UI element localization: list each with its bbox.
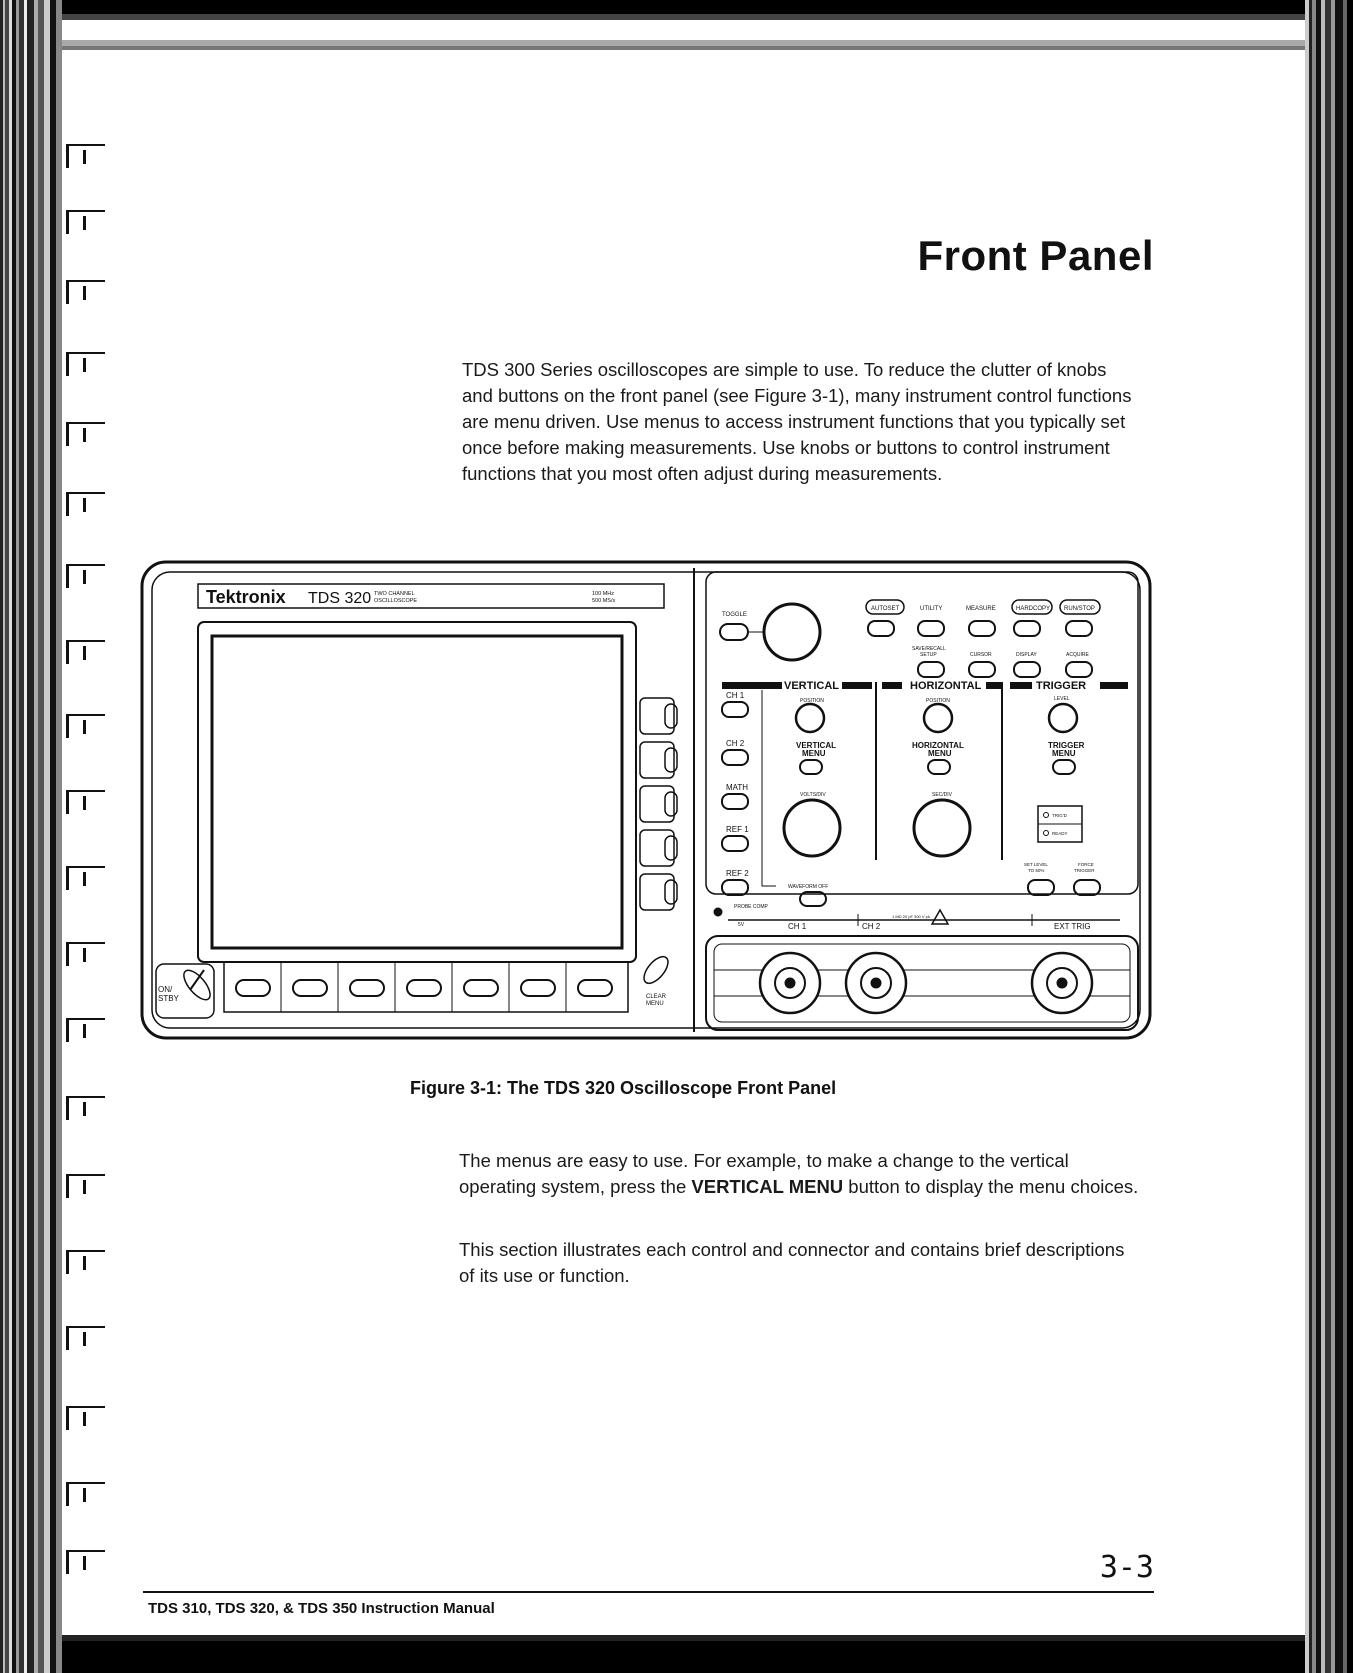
scan-edge-left xyxy=(0,0,62,1673)
waveform-off-label: WAVEFORM OFF xyxy=(788,884,828,890)
acquire-label: ACQUIRE xyxy=(1066,652,1089,658)
ch1-connector-label: CH 1 xyxy=(788,922,807,931)
display-label: DISPLAY xyxy=(1016,652,1037,658)
trigger-level-label: LEVEL xyxy=(1054,696,1070,702)
model-name: TDS 320 xyxy=(308,590,371,607)
power-label-2: STBY xyxy=(158,994,180,1003)
intro-paragraph: TDS 300 Series oscilloscopes are simple … xyxy=(462,359,1132,484)
ch1-label: CH 1 xyxy=(726,691,745,700)
vertical-menu-label-1: VERTICAL xyxy=(796,741,836,750)
autoset-label: AUTOSET xyxy=(871,606,900,612)
trigger-menu-label-1: TRIGGER xyxy=(1048,741,1085,750)
bnc-connectors xyxy=(758,951,1094,1015)
section-tabs xyxy=(62,130,108,1580)
power-label-1: ON/ xyxy=(158,985,173,994)
front-panel-figure: Tektronix TDS 320 TWO CHANNEL OSCILLOSCO… xyxy=(140,560,1152,1040)
vertical-menu-term: VERTICAL MENU xyxy=(691,1176,844,1197)
clear-menu-label-2: MENU xyxy=(646,1001,664,1007)
input-rating-label: 1 MΩ 20 pF 300 V pk xyxy=(892,914,930,919)
horizontal-menu-label-1: HORIZONTAL xyxy=(912,741,964,750)
front-panel-drawing: Tektronix TDS 320 TWO CHANNEL OSCILLOSCO… xyxy=(140,560,1152,1040)
page-number: 3-3 xyxy=(1099,1550,1154,1585)
spec-samplerate: 500 MS/s xyxy=(592,598,615,604)
clear-menu-label-1: CLEAR xyxy=(646,994,667,1000)
probe-comp-label: PROBE COMP xyxy=(734,904,769,910)
ref2-label: REF 2 xyxy=(726,869,749,878)
math-label: MATH xyxy=(726,783,748,792)
trigd-indicator-label: TRIG'D xyxy=(1052,813,1068,818)
page-title: Front Panel xyxy=(917,232,1154,279)
scan-edge-right xyxy=(1305,0,1353,1673)
runstop-label: RUN/STOP xyxy=(1064,606,1095,612)
footer-text: TDS 310, TDS 320, & TDS 350 Instruction … xyxy=(148,1600,495,1617)
body-paragraph-section: This section illustrates each control an… xyxy=(459,1239,1125,1286)
ext-trig-connector-label: EXT TRIG xyxy=(1054,922,1091,931)
measure-label: MEASURE xyxy=(966,606,996,612)
probe-comp-sub-label: 5V xyxy=(738,922,745,928)
ref1-label: REF 1 xyxy=(726,825,749,834)
cursor-label: CURSOR xyxy=(970,652,992,658)
ch2-label: CH 2 xyxy=(726,739,745,748)
ch2-connector-label: CH 2 xyxy=(862,922,881,931)
hardcopy-label: HARDCOPY xyxy=(1016,606,1050,612)
horizontal-section-heading: HORIZONTAL xyxy=(910,680,982,692)
figure-caption: Figure 3-1: The TDS 320 Oscilloscope Fro… xyxy=(410,1078,837,1098)
ready-indicator-label: READY xyxy=(1052,831,1068,836)
scan-edge-top xyxy=(62,0,1305,60)
model-sub-2: OSCILLOSCOPE xyxy=(374,598,417,604)
set-level-label-1: SET LEVEL xyxy=(1024,862,1048,867)
horizontal-position-label: POSITION xyxy=(926,698,950,704)
side-menu-buttons xyxy=(639,697,678,911)
body-text-b: button to display the menu choices. xyxy=(843,1176,1139,1197)
spec-bandwidth: 100 MHz xyxy=(592,591,614,597)
toggle-label: TOGGLE xyxy=(722,612,747,618)
vertical-section-heading: VERTICAL xyxy=(784,680,839,692)
body-paragraph-menus: The menus are easy to use. For example, … xyxy=(459,1148,1139,1200)
bottom-menu-buttons xyxy=(223,961,629,1013)
save-recall-label-1: SAVE/RECALL xyxy=(912,646,946,652)
vertical-position-label: POSITION xyxy=(800,698,824,704)
horizontal-menu-label-2: MENU xyxy=(928,749,952,758)
save-recall-label-2: SETUP xyxy=(920,652,937,658)
body-text-a: The menus are easy to use. For example, … xyxy=(459,1150,1069,1197)
sec-div-label: SEC/DIV xyxy=(932,792,953,798)
volts-div-label: VOLTS/DIV xyxy=(800,792,826,798)
model-sub-1: TWO CHANNEL xyxy=(374,591,415,597)
force-trigger-label-2: TRIGGER xyxy=(1074,868,1095,873)
scan-edge-bottom xyxy=(62,1627,1305,1673)
utility-label: UTILITY xyxy=(920,606,942,612)
force-trigger-label-1: FORCE xyxy=(1078,862,1094,867)
vertical-menu-label-2: MENU xyxy=(802,749,826,758)
set-level-label-2: TO 50% xyxy=(1028,868,1044,873)
brand-logo: Tektronix xyxy=(206,587,286,607)
trigger-menu-label-2: MENU xyxy=(1052,749,1076,758)
trigger-section-heading: TRIGGER xyxy=(1036,680,1086,692)
footer-rule xyxy=(143,1591,1154,1593)
